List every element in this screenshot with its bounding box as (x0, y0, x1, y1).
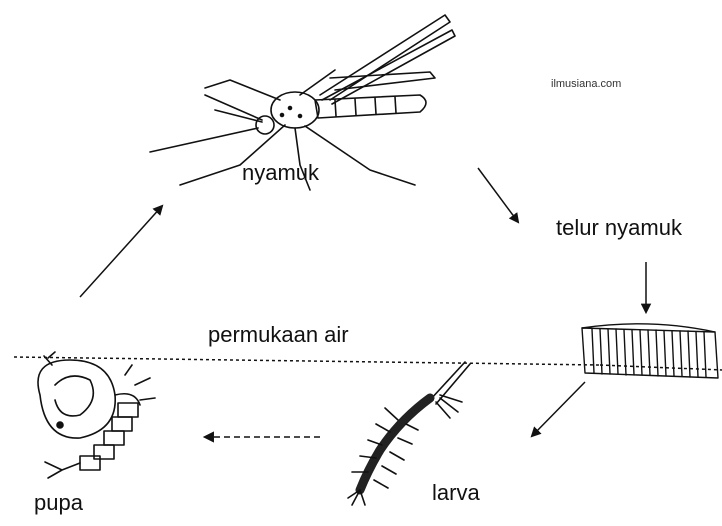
arrow-pupa-to-adult (80, 206, 162, 297)
water-surface-line (14, 357, 600, 365)
label-larva: larva (432, 480, 480, 506)
watermark-text: ilmusiana.com (551, 78, 621, 90)
arrow-eggs-to-larva (532, 382, 585, 436)
label-water-surface: permukaan air (208, 322, 349, 348)
label-adult-mosquito: nyamuk (242, 160, 319, 186)
egg-raft-icon (582, 324, 718, 378)
label-mosquito-eggs: telur nyamuk (556, 215, 682, 241)
label-pupa: pupa (34, 490, 83, 516)
pupa-icon (38, 352, 155, 478)
arrow-adult-to-eggs (478, 168, 518, 222)
